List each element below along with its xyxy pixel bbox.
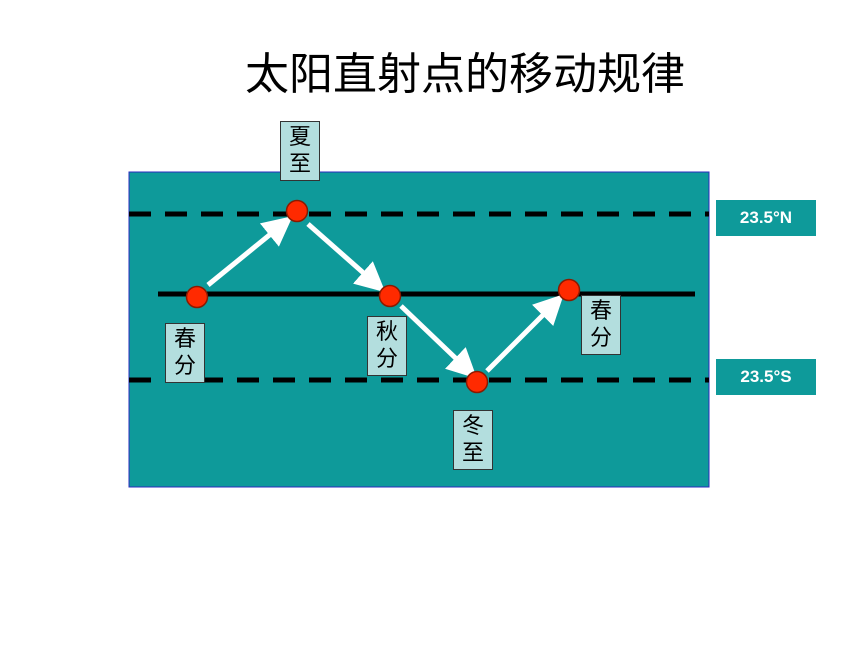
label-summer-solstice: 夏 至 — [280, 121, 320, 181]
latitude-north-label: 23.5°N — [716, 200, 816, 236]
latitude-south-label: 23.5°S — [716, 359, 816, 395]
arrow-autumn-to-winter — [399, 304, 478, 379]
label-spring-equinox-2: 春 分 — [581, 295, 621, 355]
arrow-summer-to-autumn — [306, 222, 386, 293]
label-winter-solstice: 冬 至 — [453, 410, 493, 470]
diagram-panel — [128, 171, 710, 488]
point-autumn-equinox — [378, 284, 402, 308]
page-title: 太阳直射点的移动规律 — [245, 49, 685, 100]
label-spring-equinox-1: 春 分 — [165, 323, 205, 383]
point-spring-equinox-2 — [557, 278, 581, 302]
point-winter-solstice — [465, 370, 489, 394]
point-spring-equinox-1 — [185, 285, 209, 309]
label-autumn-equinox: 秋 分 — [367, 316, 407, 376]
point-summer-solstice — [285, 199, 309, 223]
arrow-winter-to-spring — [485, 294, 564, 373]
arrow-spring-to-summer — [206, 216, 293, 287]
